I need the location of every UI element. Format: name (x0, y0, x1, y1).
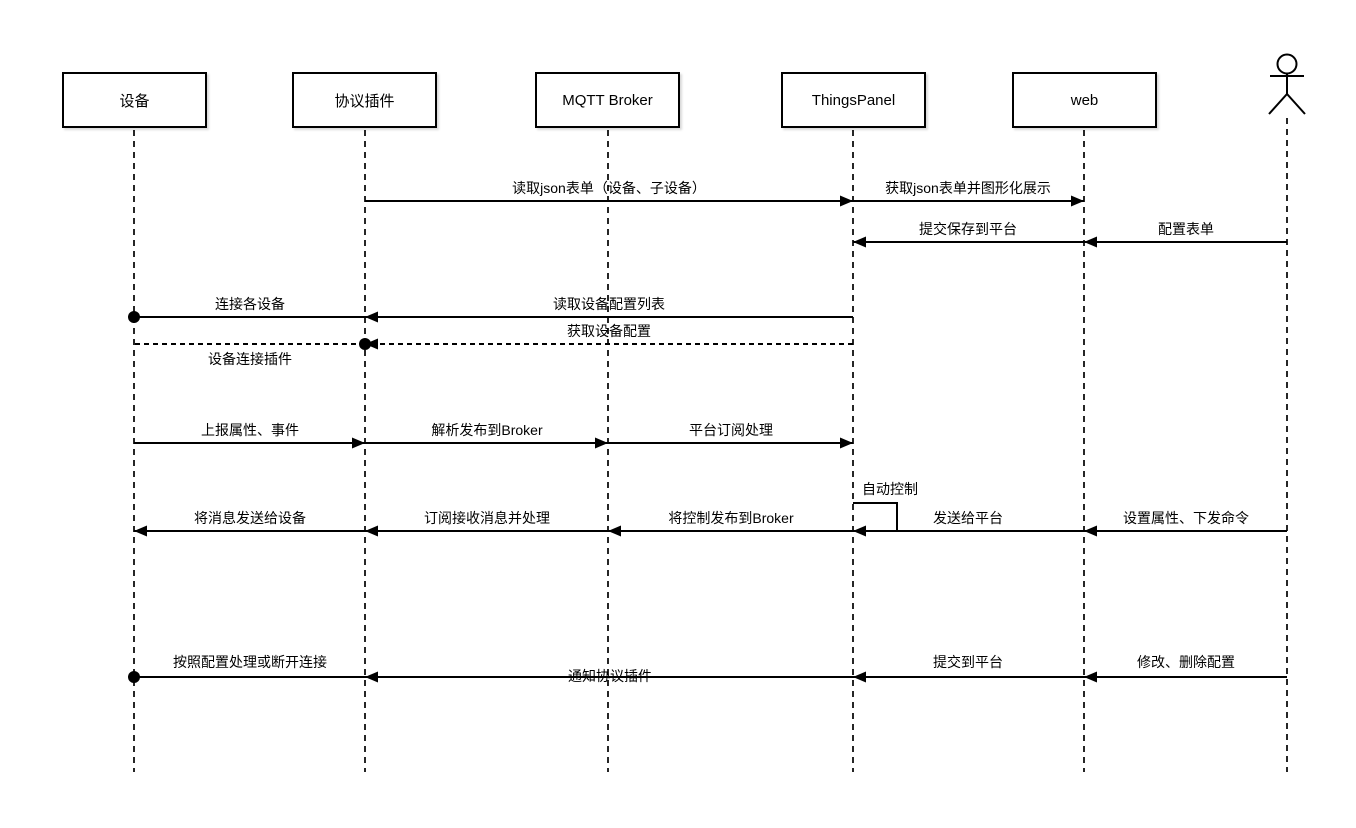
label-auto-control: 自动控制 (862, 481, 918, 497)
label-set-attrs-command: 设置属性、下发命令 (1123, 510, 1249, 526)
label-submit-platform: 提交到平台 (933, 654, 1003, 670)
label-submit-save: 提交保存到平台 (919, 221, 1017, 237)
label-send-to-platform: 发送给平台 (933, 510, 1003, 526)
dot-connect-devices (128, 311, 140, 323)
arrow-auto-control-loop (853, 502, 898, 531)
label-read-json-form: 读取json表单（设备、子设备） (512, 180, 706, 196)
label-platform-subscribe: 平台订阅处理 (689, 422, 773, 438)
label-subscribe-process: 订阅接收消息并处理 (424, 510, 550, 526)
participant-web: web (1012, 72, 1157, 128)
label-render-json-form: 获取json表单并图形化展示 (885, 180, 1051, 196)
label-connect-devices: 连接各设备 (215, 296, 285, 312)
participant-thingspanel: ThingsPanel (781, 72, 926, 128)
label-get-device-config: 获取设备配置 (567, 323, 651, 339)
dot-handle-or-disconnect (128, 671, 140, 683)
label-parse-publish: 解析发布到Broker (431, 422, 543, 438)
label-device-connect-plugin: 设备连接插件 (208, 351, 292, 367)
label-send-to-device: 将消息发送给设备 (194, 510, 306, 526)
participant-device: 设备 (62, 72, 207, 128)
label-report-attrs: 上报属性、事件 (201, 422, 299, 438)
user-actor-icon (1268, 53, 1306, 115)
lifelines (133, 118, 1288, 772)
label-config-form: 配置表单 (1158, 221, 1214, 237)
label-modify-delete: 修改、删除配置 (1137, 654, 1235, 670)
label-handle-or-disconnect: 按照配置处理或断开连接 (173, 654, 327, 670)
participant-protocol-plugin: 协议插件 (292, 72, 437, 128)
label-notify-plugin: 通知协议插件 (568, 668, 652, 684)
participant-mqtt-broker: MQTT Broker (535, 72, 680, 128)
endpoint-dots (128, 311, 371, 683)
dot-get-device-config (359, 338, 371, 350)
label-publish-control: 将控制发布到Broker (668, 510, 794, 526)
label-read-device-config-list: 读取设备配置列表 (553, 296, 665, 312)
